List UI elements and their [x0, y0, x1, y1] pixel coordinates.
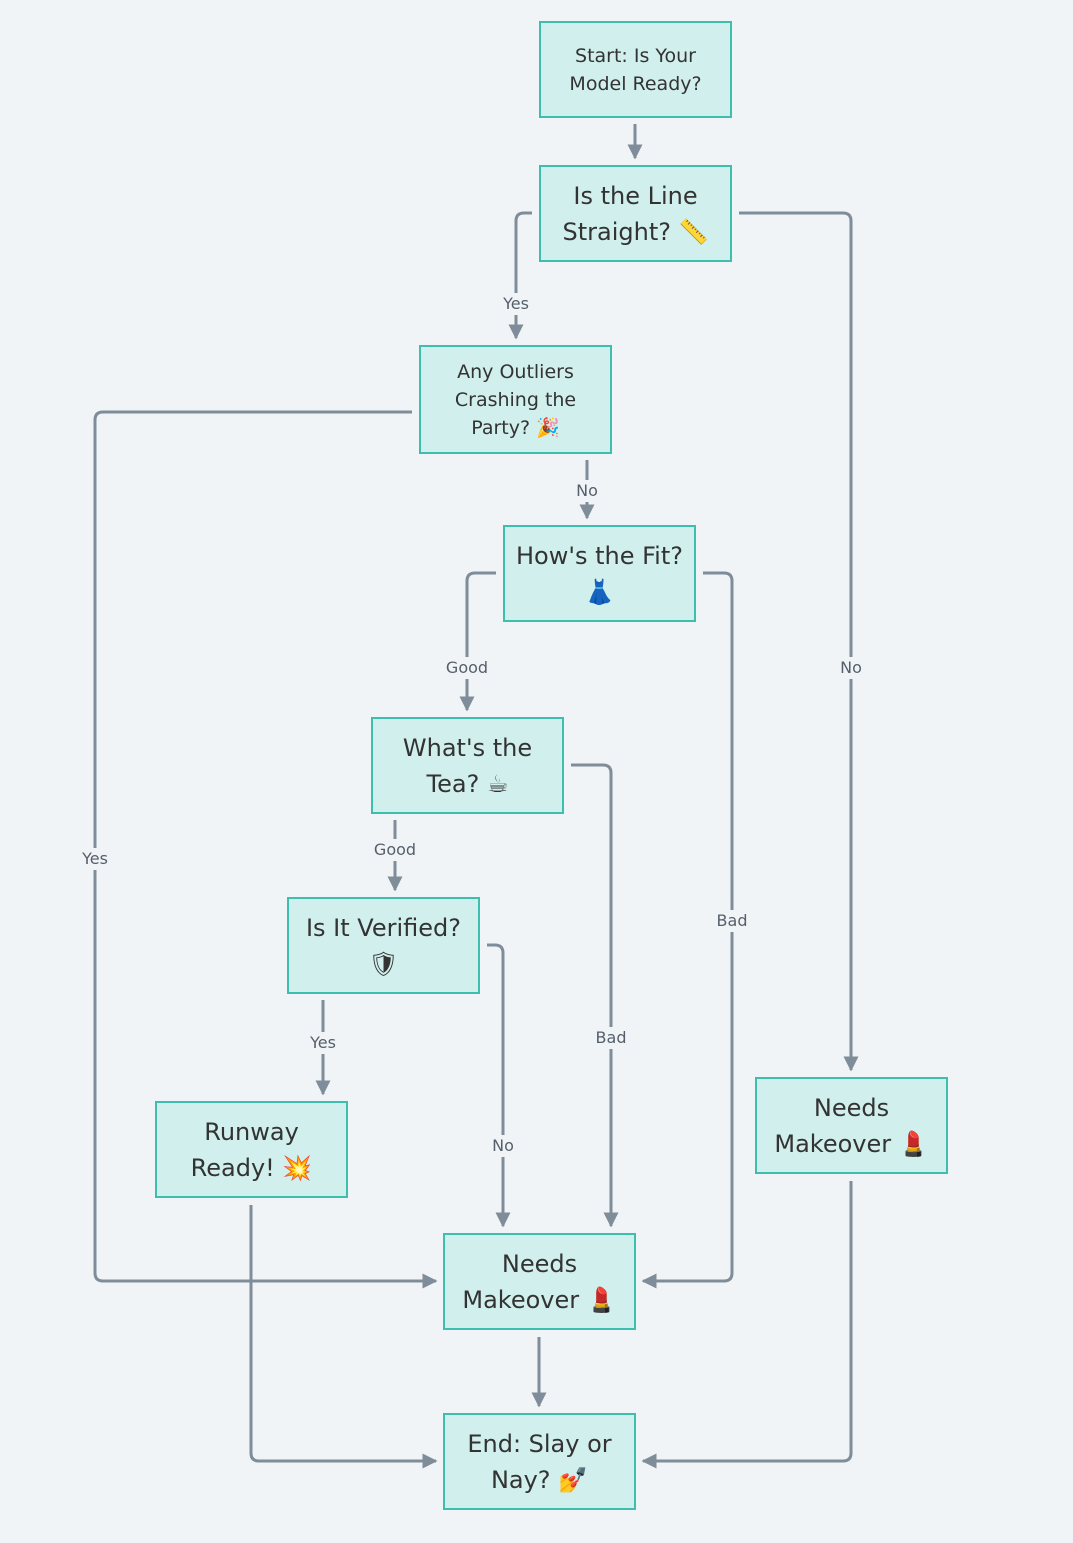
- edge-tea-bad: [571, 763, 619, 1228]
- node-needs-makeover-center-label: Needs Makeover 💄: [462, 1249, 617, 1314]
- node-needs-makeover-right-label: Needs Makeover 💄: [774, 1093, 929, 1158]
- edge-runway-to-end: [249, 1205, 438, 1469]
- node-end-label: End: Slay or Nay? 💅: [467, 1429, 612, 1494]
- edge-label-verified-no: No: [490, 1135, 516, 1157]
- edge-label-verified-yes: Yes: [308, 1032, 338, 1054]
- node-start-label: Start: Is Your Model Ready?: [569, 44, 702, 95]
- node-outliers: Any Outliers Crashing the Party? 🎉: [419, 345, 612, 454]
- node-verified-label: Is It Verified? 🛡: [305, 913, 462, 978]
- edge-line-no: [739, 211, 859, 1072]
- node-runway-ready-label: Runway Ready! 💥: [190, 1117, 313, 1182]
- edge-label-fit-good: Good: [443, 657, 491, 679]
- node-verified: Is It Verified? 🛡: [287, 897, 480, 994]
- node-line-straight-label: Is the Line Straight? 📏: [562, 181, 709, 246]
- node-tea: What's the Tea? ☕: [371, 717, 564, 814]
- edge-fit-good: [459, 571, 496, 712]
- node-needs-makeover-right: Needs Makeover 💄: [755, 1077, 948, 1174]
- node-start: Start: Is Your Model Ready?: [539, 21, 732, 118]
- edge-label-fit-bad: Bad: [714, 910, 750, 932]
- node-fit-label: How's the Fit? 👗: [516, 541, 683, 606]
- edge-label-tea-good: Good: [371, 839, 419, 861]
- edge-verified-no: [487, 943, 511, 1228]
- node-needs-makeover-center: Needs Makeover 💄: [443, 1233, 636, 1330]
- edge-label-outliers-yes: Yes: [80, 848, 110, 870]
- node-runway-ready: Runway Ready! 💥: [155, 1101, 348, 1198]
- node-tea-label: What's the Tea? ☕: [402, 733, 533, 798]
- edge-label-tea-bad: Bad: [593, 1027, 629, 1049]
- edge-label-line-yes: Yes: [501, 293, 531, 315]
- edge-label-line-no: No: [838, 657, 864, 679]
- node-line-straight: Is the Line Straight? 📏: [539, 165, 732, 262]
- edge-makeover-right-to-end: [641, 1181, 853, 1469]
- edge-line-yes: [508, 211, 532, 340]
- edge-label-outliers-no: No: [574, 480, 600, 502]
- node-outliers-label: Any Outliers Crashing the Party? 🎉: [454, 360, 577, 439]
- edge-outliers-yes: [93, 410, 438, 1289]
- node-end: End: Slay or Nay? 💅: [443, 1413, 636, 1510]
- node-fit: How's the Fit? 👗: [503, 525, 696, 622]
